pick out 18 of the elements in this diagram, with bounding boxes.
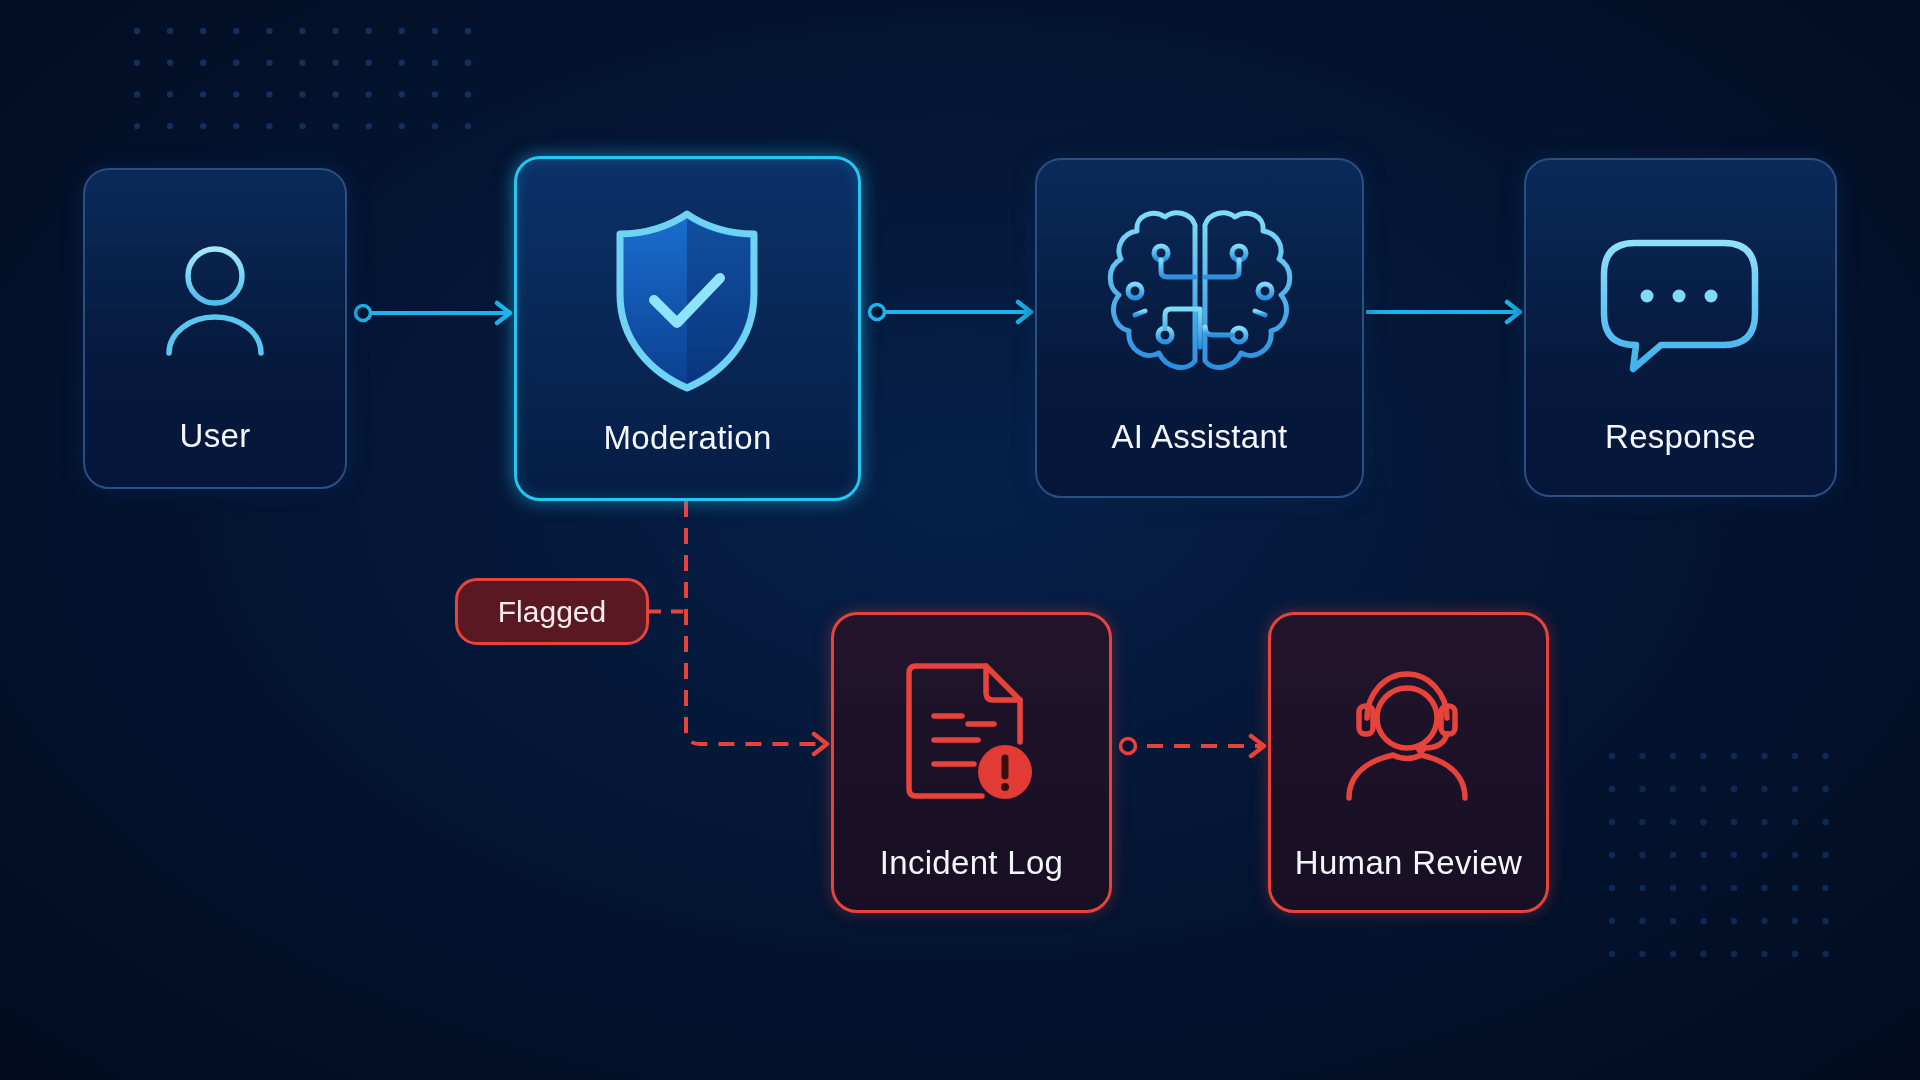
edge-label: Flagged — [455, 578, 649, 645]
process-box — [83, 168, 347, 489]
node-label: User — [179, 416, 251, 456]
arrow — [353, 300, 513, 326]
alert-box — [1268, 612, 1549, 913]
node-label: Moderation — [603, 418, 772, 458]
arrow — [1366, 299, 1523, 325]
arrow — [867, 299, 1034, 325]
alert-box — [831, 612, 1112, 913]
node-label: AI Assistant — [1111, 417, 1288, 457]
node-label: Response — [1605, 417, 1756, 457]
process-box — [514, 156, 861, 501]
dashed-arrow — [684, 501, 830, 757]
dashed-arrow — [1118, 733, 1267, 759]
process-box — [1524, 158, 1837, 497]
node-label: Human Review — [1294, 843, 1523, 883]
process-box — [1035, 158, 1364, 498]
node-label: Incident Log — [879, 843, 1064, 883]
